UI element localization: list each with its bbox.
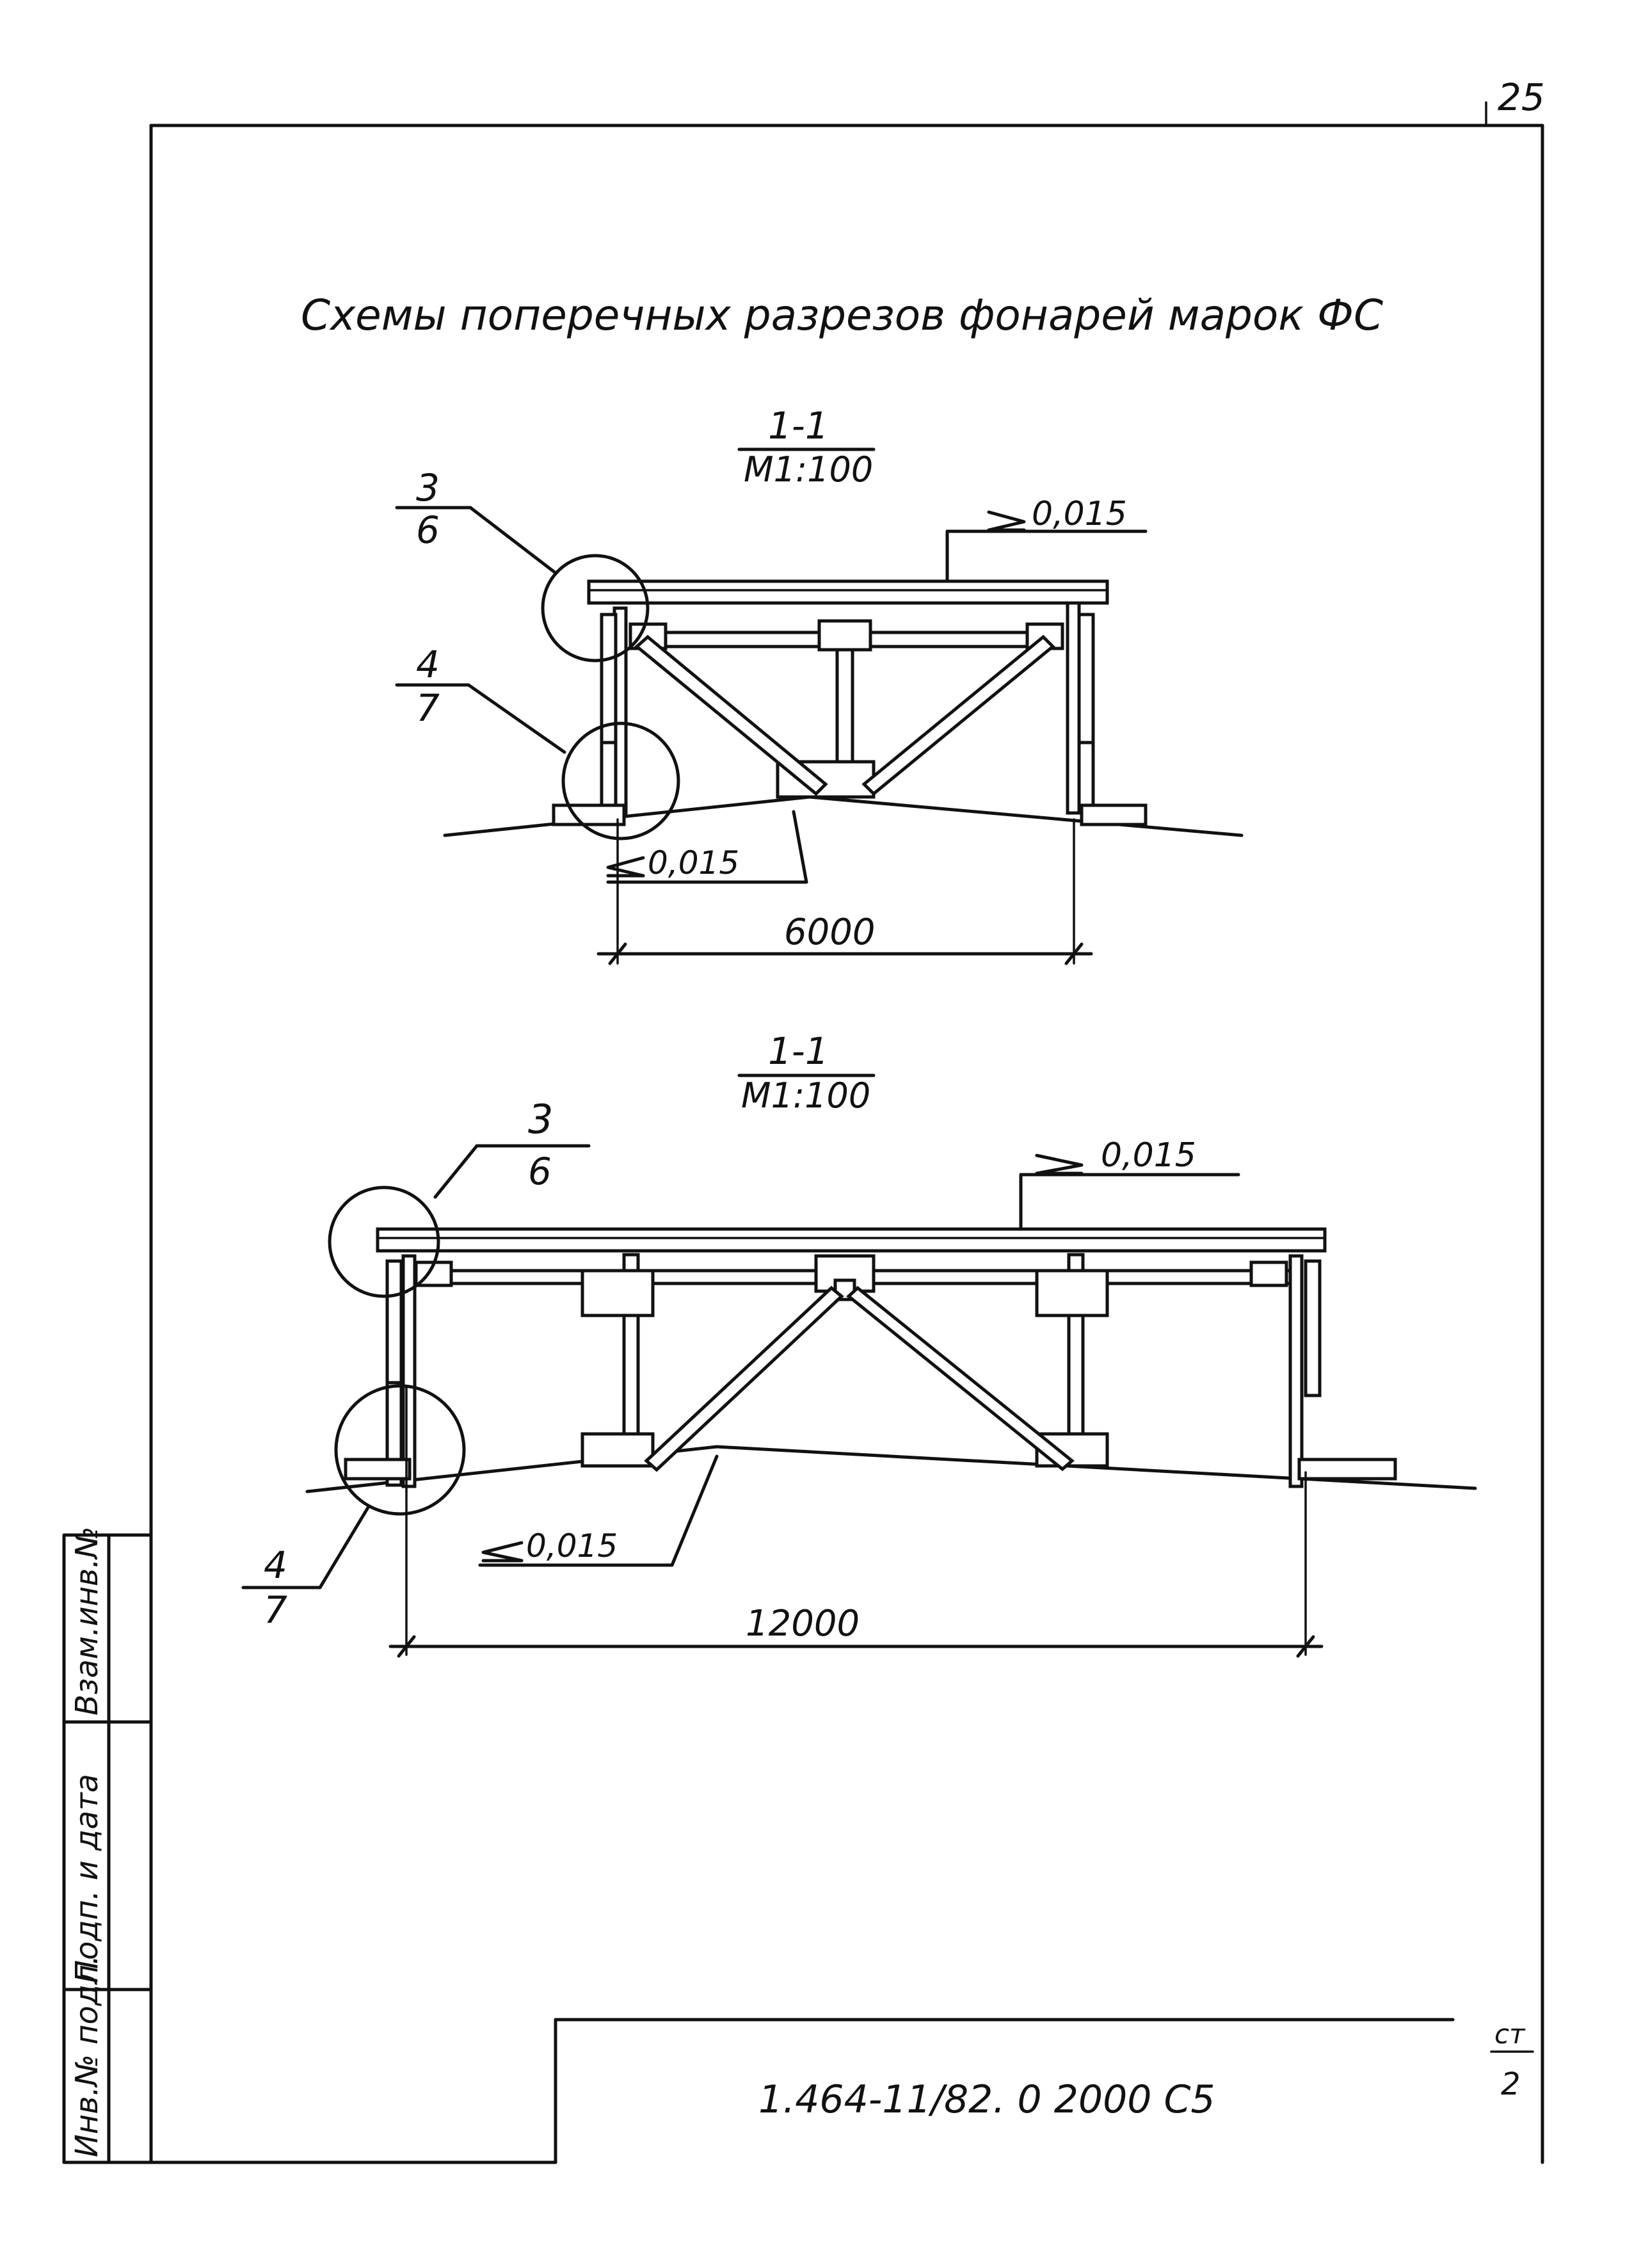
section-2-slope-bottom <box>478 1454 719 1567</box>
document-code: 1.464-11/82. 0 2000 С5 <box>758 2077 1215 2122</box>
section-1-node-b-sheet: 7 <box>416 686 440 730</box>
stamp-inv-podl: Инв.№ подл. <box>69 1955 105 2157</box>
section-2-callouts <box>241 1144 591 1589</box>
section-2-slope-top-value: 0,015 <box>1101 1136 1196 1175</box>
stamp-vzam-inv: Взам.инв.№ <box>69 1527 105 1716</box>
section-1-slope-top <box>945 510 1148 583</box>
title-block <box>554 2018 1534 2164</box>
sheet-number: 2 <box>1501 2066 1521 2102</box>
section-2-node-a-sheet: 6 <box>528 1150 552 1193</box>
section-1-callouts <box>395 506 566 754</box>
page-number: 25 <box>1498 76 1545 119</box>
section-1-slope-top-value: 0,015 <box>1032 495 1127 533</box>
section-1-span: 6000 <box>784 912 876 953</box>
section-2-label: 1-1 <box>768 1029 829 1073</box>
section-2-node-b-sheet: 7 <box>264 1588 287 1632</box>
stamp-podp-data: Подп. и дата <box>69 1774 105 1983</box>
side-stamp <box>62 1533 153 2164</box>
section-2-node-a-num: 3 <box>528 1096 553 1143</box>
section-2-node-b-num: 4 <box>264 1543 287 1587</box>
lantern-section-12000 <box>305 1186 1477 1516</box>
section-1-label: 1-1 <box>768 404 829 447</box>
section-1-slope-bottom <box>606 810 808 884</box>
section-1-node-a-num: 3 <box>416 466 440 510</box>
section-1-slope-bottom-value: 0,015 <box>648 844 739 881</box>
section-2-span: 12000 <box>746 1603 860 1645</box>
sheet-label: ст <box>1494 2018 1526 2050</box>
section-2-slope-bottom-value: 0,015 <box>526 1527 618 1564</box>
section-1-node-a-sheet: 6 <box>416 508 440 552</box>
section-2-scale: М1:100 <box>741 1075 870 1116</box>
lantern-section-6000 <box>443 554 1244 840</box>
sheet-title: Схемы поперечных разрезов фонарей марок … <box>301 291 1383 340</box>
section-1-node-b-num: 4 <box>416 643 440 686</box>
section-1-dimension <box>596 818 1093 965</box>
section-2-dimension <box>388 1385 1324 1658</box>
section-1-scale: М1:100 <box>744 449 873 490</box>
section-2-slope-top <box>1019 1154 1240 1231</box>
